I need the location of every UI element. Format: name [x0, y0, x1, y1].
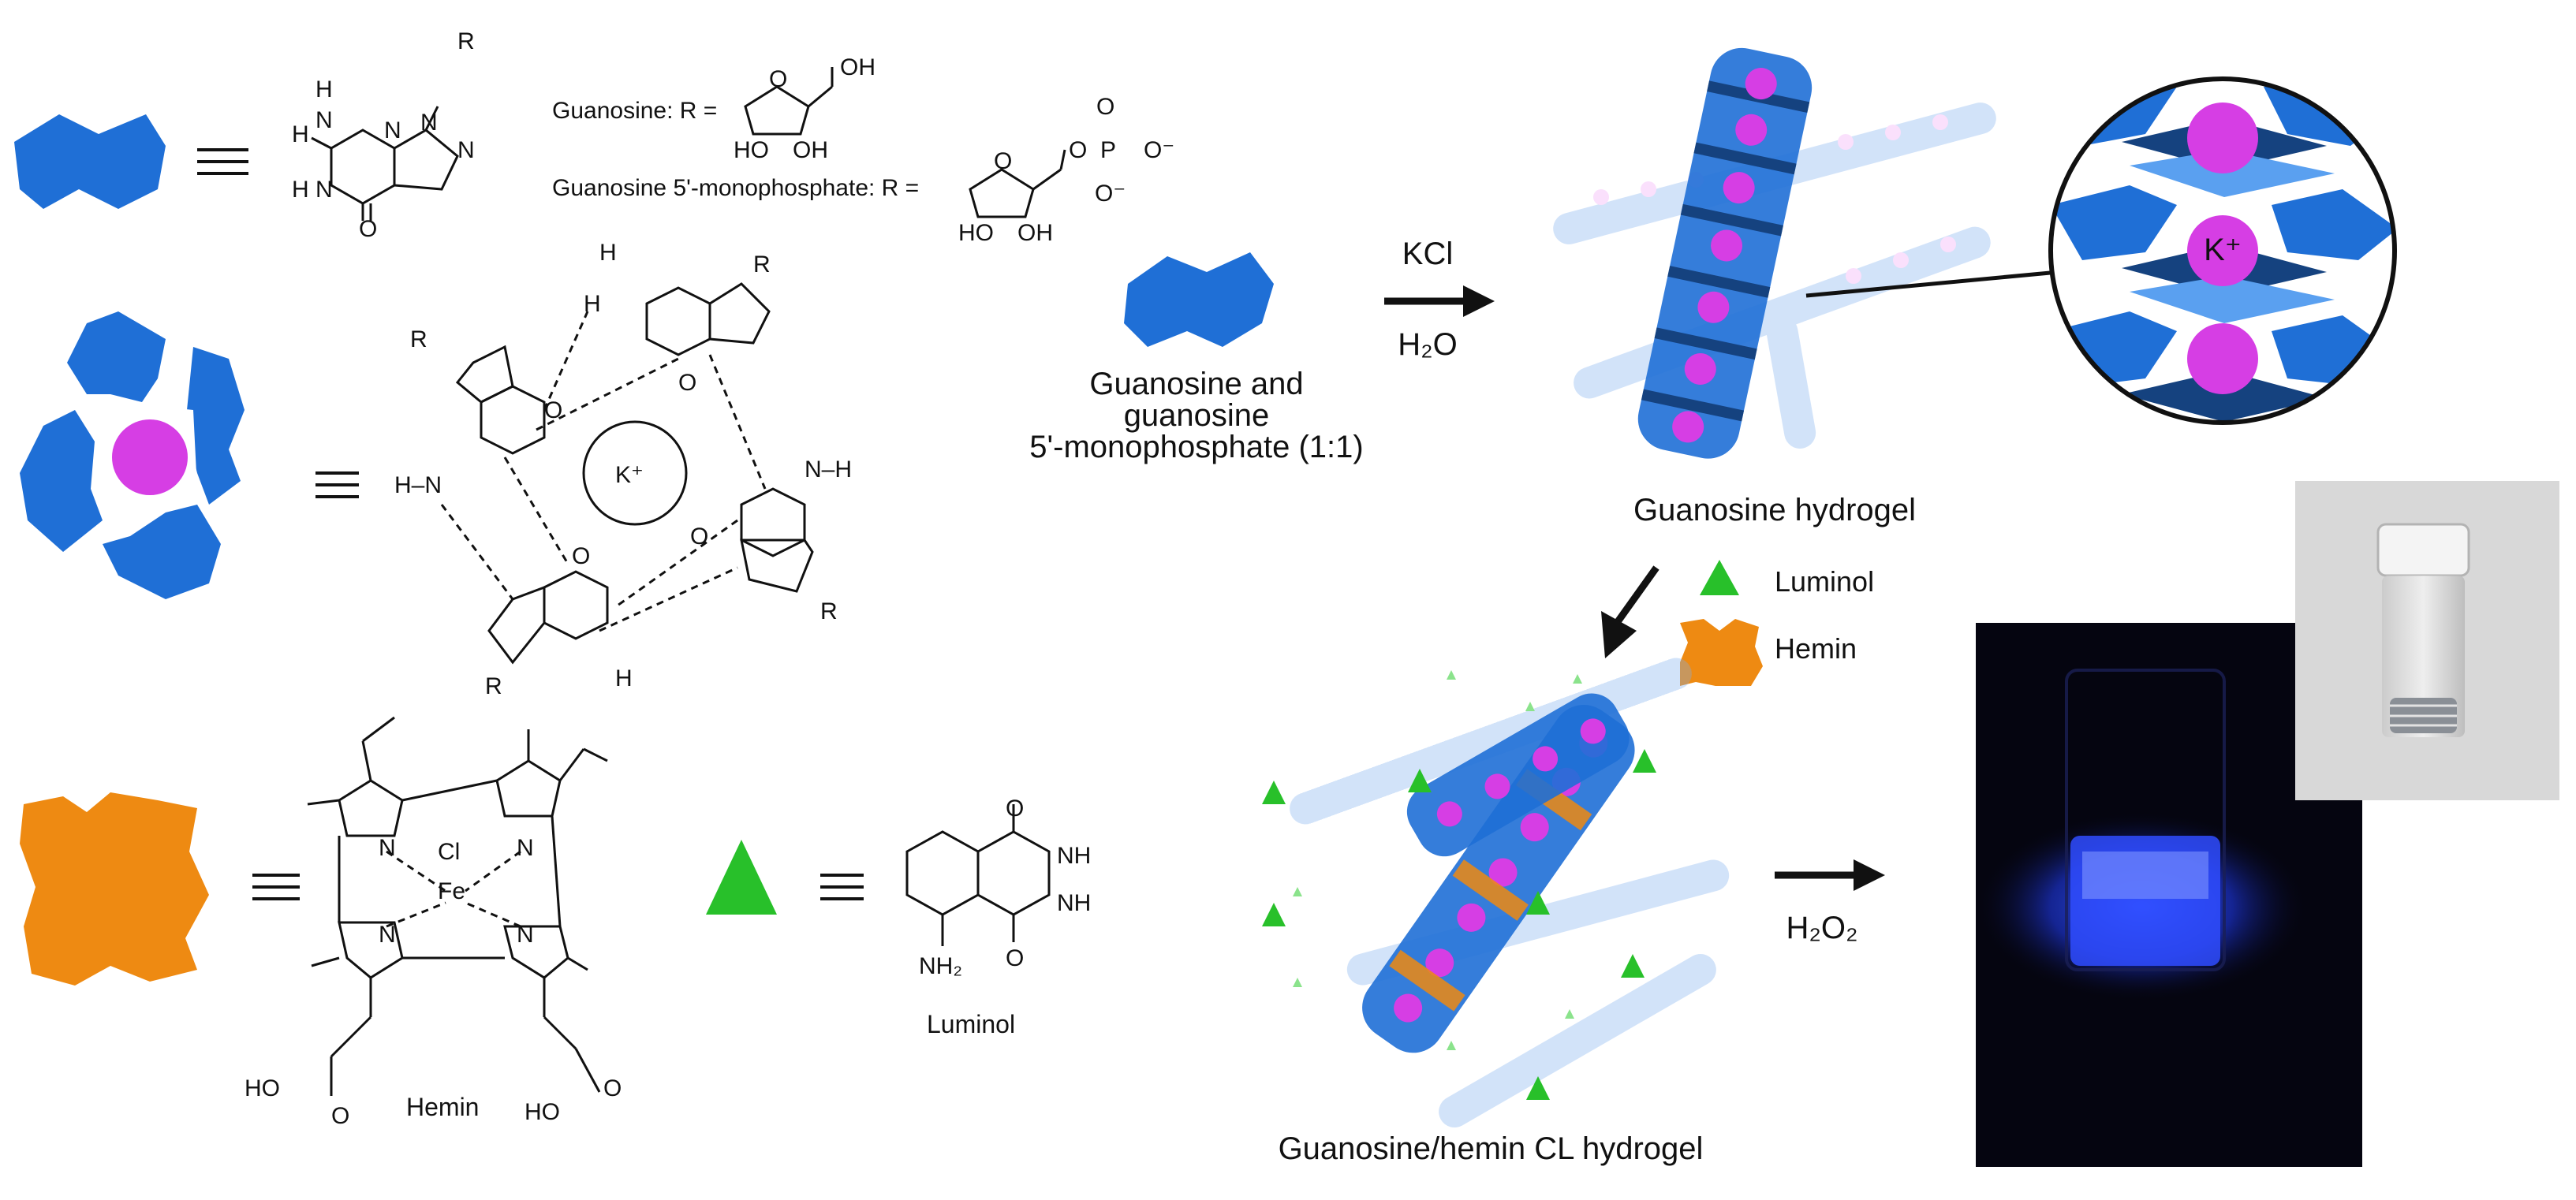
zoom-potassium-label: K⁺: [2204, 233, 2242, 267]
atom-O: O: [544, 397, 562, 423]
atom-NH: NH: [1057, 843, 1091, 869]
atom-H: H: [599, 240, 617, 266]
reagent-water: H₂O: [1398, 327, 1458, 362]
reagent-peroxide: H₂O₂: [1786, 911, 1857, 945]
quadruplex-zoom: K⁺: [2048, 76, 2397, 425]
atom-HO: HO: [525, 1099, 560, 1125]
atom-HO: HO: [734, 137, 769, 163]
atom-O: O: [678, 370, 696, 396]
atom-O: O: [603, 1075, 622, 1101]
atom-O: O: [1069, 137, 1087, 163]
equivalence-icon: [315, 471, 359, 498]
atom-N: N: [457, 137, 475, 163]
atom-R: R: [410, 326, 427, 352]
guanosine-hydrogel-illustration: [1553, 47, 2059, 459]
atom-O: O: [359, 216, 377, 242]
atom-N: N: [517, 922, 534, 948]
guanosine-r-label: Guanosine: R =: [552, 98, 717, 124]
atom-O: O: [769, 66, 787, 92]
atom-H: H: [315, 76, 333, 102]
guanine-structure: O H N H H N N N N R: [292, 28, 475, 242]
atom-HO: HO: [958, 220, 994, 246]
down-left-arrow: [1601, 565, 1659, 658]
atom-HminusN: H–N: [394, 472, 442, 498]
equivalence-icon: [820, 874, 864, 900]
precursor-label-line2: guanosine: [1124, 398, 1270, 433]
precursor-icon: [1124, 252, 1274, 347]
hemin-legend-icon: [1680, 619, 1763, 686]
atom-R: R: [753, 252, 771, 278]
atom-HO: HO: [245, 1075, 280, 1101]
atom-H: H: [292, 177, 309, 203]
atom-O: O: [1096, 94, 1114, 120]
atom-N: N: [420, 110, 438, 136]
atom-H: H: [292, 121, 309, 147]
atom-NH: NH: [1057, 890, 1091, 916]
kcl-arrow: [1384, 285, 1495, 317]
g-quartet-icon: [20, 311, 245, 599]
gmp-r-label: Guanosine 5'-monophosphate: R =: [552, 175, 919, 201]
atom-O: O: [1006, 945, 1024, 971]
atom-Ominus: O⁻: [1144, 137, 1174, 163]
atom-NminusH: N–H: [805, 457, 852, 483]
precursor-label-line3: 5'-monophosphate (1:1): [1029, 430, 1363, 464]
atom-Ominus: O⁻: [1095, 181, 1126, 207]
atom-P: P: [1100, 137, 1116, 163]
atom-H: H: [615, 665, 633, 691]
atom-R: R: [457, 28, 475, 54]
hemin-structure: Cl Fe N N N N HO O HO O Hemin: [245, 716, 622, 1129]
atom-O: O: [572, 543, 590, 569]
luminol-icon: [706, 840, 777, 915]
atom-NH2: NH₂: [919, 953, 962, 979]
atom-O: O: [1006, 796, 1024, 822]
hemin-name: Hemin: [406, 1093, 479, 1121]
equivalence-icon: [252, 874, 300, 900]
atom-N: N: [379, 835, 396, 861]
atom-R: R: [820, 598, 838, 624]
luminol-legend-label: Luminol: [1775, 565, 1874, 598]
cl-hydrogel-label: Guanosine/hemin CL hydrogel: [1279, 1131, 1704, 1166]
g-quartet-structure: K⁺ R O H–N R H H O R N–H O R H O: [394, 240, 852, 699]
atom-OH: OH: [793, 137, 828, 163]
luminol-structure: O O NH NH NH₂ Luminol: [905, 796, 1091, 1038]
atom-H: H: [584, 291, 601, 317]
atom-N: N: [315, 107, 333, 133]
atom-O: O: [994, 148, 1012, 174]
atom-Fe: Fe: [438, 878, 465, 904]
hemin-legend-label: Hemin: [1775, 632, 1857, 665]
atom-O: O: [690, 524, 708, 550]
cl-hydrogel-illustration: [1262, 658, 1730, 1127]
atom-OH: OH: [840, 54, 875, 80]
atom-R: R: [485, 673, 502, 699]
luminol-legend-icon: [1700, 560, 1739, 595]
atom-Cl: Cl: [438, 839, 460, 865]
hemin-icon: [20, 792, 209, 986]
luminol-name: Luminol: [927, 1010, 1015, 1038]
atom-N: N: [517, 835, 534, 861]
atom-N: N: [384, 117, 401, 143]
r-group-definitions: Guanosine: R = OH O HO OH Guanosine 5'-m…: [552, 54, 1174, 246]
hydrogel-label: Guanosine hydrogel: [1633, 493, 1916, 527]
atom-OH: OH: [1017, 220, 1053, 246]
atom-N: N: [379, 922, 396, 948]
peroxide-arrow: [1775, 859, 1885, 891]
potassium-ion-label: K⁺: [615, 462, 644, 488]
precursor-label-line1: Guanosine and: [1089, 367, 1303, 401]
guanosine-icon: [14, 114, 166, 209]
vial-photo: [2295, 481, 2559, 800]
atom-O: O: [331, 1103, 349, 1129]
equivalence-icon: [197, 148, 248, 175]
reagent-kcl: KCl: [1402, 237, 1453, 271]
atom-N: N: [315, 177, 333, 203]
